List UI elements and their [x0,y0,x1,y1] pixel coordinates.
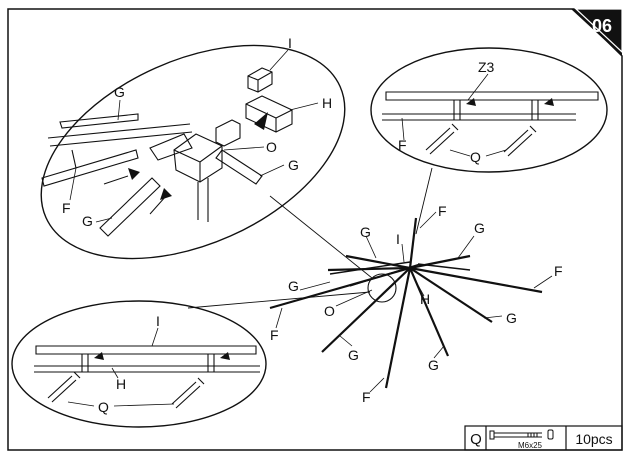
label-I: I [288,35,292,51]
label-G: G [82,213,93,229]
label-G: G [428,357,439,373]
label-F: F [62,200,71,216]
main-frame: F G G I G F F O H G G G F [187,167,563,405]
detail-top-right: Z3 F Q [370,47,608,173]
junction-circle [367,273,397,303]
part-id: Q [470,431,482,448]
detail-ellipse-top-right [370,47,608,173]
label-G: G [348,347,359,363]
label-G: G [506,310,517,326]
label-Q: Q [470,149,481,165]
label-I: I [396,231,400,247]
label-I: I [156,313,160,329]
label-G: G [114,84,125,100]
label-G: G [474,220,485,236]
label-H: H [322,95,332,111]
step-badge: 06 [571,8,623,56]
label-F: F [554,263,563,279]
label-H: H [420,291,430,307]
detail-bottom-left: I H Q [11,300,267,428]
label-O: O [266,139,277,155]
label-F: F [398,137,407,153]
label-G: G [288,157,299,173]
label-Q: Q [98,399,109,415]
label-F: F [362,389,371,405]
page-border [7,8,623,451]
detail-top-left: I H G O G F G [40,35,346,260]
arrow-icon [160,188,172,200]
arrow-icon [254,112,268,130]
part-size: M6x25 [518,441,543,450]
arrow-icon [128,168,140,180]
label-O: O [324,303,335,319]
part-quantity: 10pcs [575,431,612,447]
label-G: G [360,224,371,240]
parts-box: Q M6x25 10pcs [464,425,623,451]
label-F: F [438,203,447,219]
detail-ellipse-top-left [40,44,346,260]
label-G: G [288,278,299,294]
bolt-icon [489,429,554,440]
label-Z3: Z3 [478,59,495,75]
label-F: F [270,327,279,343]
label-H: H [116,376,126,392]
step-number: 06 [592,16,612,36]
detail-ellipse-bottom-left [11,300,267,428]
